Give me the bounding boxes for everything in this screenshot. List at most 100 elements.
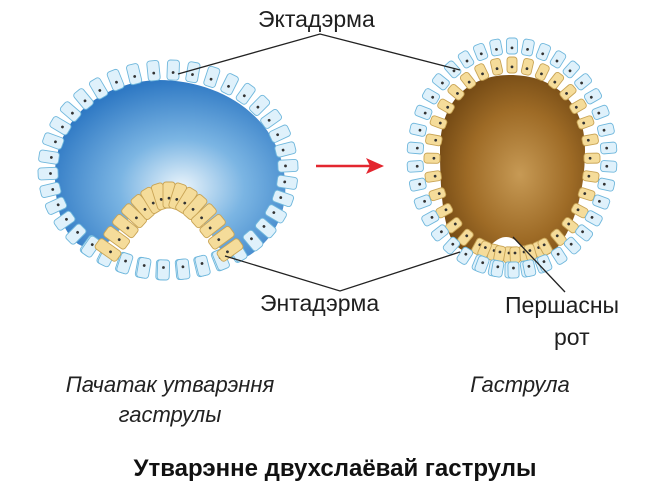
endoderm-cell [474,63,490,81]
endoderm-cell [425,133,443,147]
ectoderm-cell [73,88,94,110]
endoderm-cell [582,170,600,183]
ectoderm-cell [522,259,537,278]
endoderm-cell [112,214,139,239]
ectoderm-cell [456,246,474,265]
ectoderm-cell [600,160,618,173]
ectoderm-cell [406,141,425,155]
caption-early-gastrula-line1: Пачатак утварэння [65,372,275,397]
ectoderm-cell [89,77,109,100]
ectoderm-cell [249,94,271,116]
ectoderm-cell [203,65,221,88]
ectoderm-cells-right [406,37,618,279]
ectoderm-cell [575,224,594,242]
ectoderm-cell [264,204,287,224]
ectoderm-cell [106,68,125,92]
ectoderm-cell [255,217,277,239]
ectoderm-cell [597,122,615,137]
ectoderm-cell [597,177,616,192]
caption-early-gastrula: Пачатак утварэння гаструлы [20,370,320,430]
endoderm-cell [94,238,122,262]
ectoderm-cell [37,166,59,181]
ectoderm-cell [260,108,282,129]
ectoderm-cell [507,261,520,279]
endoderm-cell [429,115,448,130]
ectoderm-cell [474,255,490,274]
ectoderm-cell [136,257,152,279]
ectoderm-cell [80,235,101,258]
blastocoel [55,80,286,259]
endoderm-cell [581,133,599,147]
primary-mouth-label-line2: рот [554,324,590,350]
ectoderm-cell [414,104,433,120]
leader-lines [177,33,566,293]
endoderm-cell [509,246,521,264]
ectoderm-cell [146,59,161,82]
ectoderm-cell [126,63,143,86]
archenteron [440,75,585,257]
ectoderm-cell [185,61,201,84]
ectoderm-cell [584,210,603,227]
ectoderm-cell [521,38,535,57]
ectoderm-cell [39,181,62,199]
endoderm-cell [191,203,217,229]
endoderm-cell [459,71,477,90]
ectoderm-cells-left [37,59,299,281]
endoderm-cell [423,152,441,164]
ectoderm-cell [472,42,489,62]
endoderm-cell [576,115,595,130]
endoderm-cell [490,58,504,76]
endoderm-cell [424,170,442,183]
endoderm-cell [577,187,596,202]
ectoderm-cell [242,229,264,252]
endoderm-cell [534,63,550,81]
ectoderm-cell [276,174,298,190]
ectoderm-cell [457,50,475,69]
endoderm-cell [447,83,465,101]
ectoderm-cell [274,141,297,158]
ectoderm-cell [268,124,291,143]
ectoderm-cell [277,158,299,173]
ectoderm-cell [442,236,461,255]
endoderm-cells-left [94,181,244,262]
ectoderm-cell [489,38,503,57]
ectoderm-cell [562,60,580,79]
ectoderm-cell [59,101,82,122]
ectoderm-cell [42,132,65,150]
ectoderm-cell [592,194,611,210]
endoderm-cell [506,56,518,74]
endoderm-cell [559,83,577,101]
ectoderm-cell [271,189,295,208]
ectoderm-cell [409,122,427,137]
figure-title: Утварэнне двухслаёвай гаструлы [133,455,537,482]
gastrula [406,37,618,279]
endoderm-cell [537,237,553,256]
ectoderm-cell [49,116,72,136]
endoderm-cell [520,58,534,76]
ectoderm-cell [563,236,582,255]
endoderm-cell [583,152,601,164]
endoderm-cell [547,71,565,90]
ectoderm-cell [549,50,567,69]
endoderm-cell [437,98,455,114]
ectoderm-cell [550,246,568,265]
ectoderm-cell [156,259,171,281]
ectoderm-cell [406,160,424,173]
ectoderm-cell [220,73,239,96]
endoderm-cell [103,226,130,250]
primary-mouth-label-line1: Першасны [505,292,620,318]
ectoderm-cell [413,194,432,210]
ectoderm-cell [176,258,191,280]
ectoderm-cell [166,59,180,81]
ectoderm-cell [44,196,68,215]
endoderm-label: Энтадэрма [260,290,380,316]
ectoderm-label: Эктадэрма [258,6,375,32]
early-gastrula [37,59,299,281]
ectoderm-cell [506,37,518,55]
ectoderm-cell [583,88,603,105]
caption-early-gastrula-line2: гаструлы [118,402,222,427]
ectoderm-cell [444,60,462,79]
ectoderm-cell [38,149,60,165]
ectoderm-cell [535,42,552,62]
